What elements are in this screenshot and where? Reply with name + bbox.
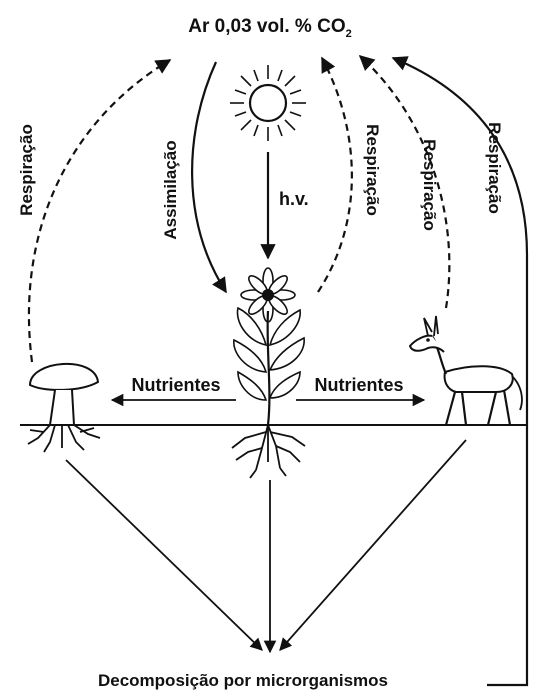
- mushroom-respiration-arrow: [29, 60, 170, 362]
- assimilation-arrow: [192, 62, 226, 292]
- diagram-title: Ar 0,03 vol. % CO2: [188, 16, 351, 40]
- respiracao-plant-label: Respiração: [363, 124, 382, 216]
- title-text: Ar 0,03 vol. % CO: [188, 16, 345, 37]
- respiracao-far-left-label: Respiração: [17, 124, 36, 216]
- sun-icon: [230, 65, 306, 141]
- mushroom-icon: [28, 364, 100, 452]
- flower-plant-icon: [234, 268, 304, 425]
- plant-respiration-arrow: [318, 58, 352, 292]
- respiracao-right-label: Respiração: [485, 122, 504, 214]
- roots-icon: [232, 425, 305, 478]
- mushroom-decomposition-arrow: [66, 460, 262, 650]
- decomposicao-label: Decomposição por microrganismos: [98, 671, 388, 690]
- respiracao-animal-label: Respiração: [420, 139, 439, 231]
- donkey-icon: [410, 316, 522, 425]
- nutrientes-left-label: Nutrientes: [131, 375, 220, 395]
- hv-label: h.v.: [279, 189, 309, 209]
- nutrientes-right-label: Nutrientes: [314, 375, 403, 395]
- animal-decomposition-arrow: [280, 440, 466, 650]
- title-subscript: 2: [346, 28, 352, 40]
- assimilacao-label: Assimilação: [161, 140, 180, 239]
